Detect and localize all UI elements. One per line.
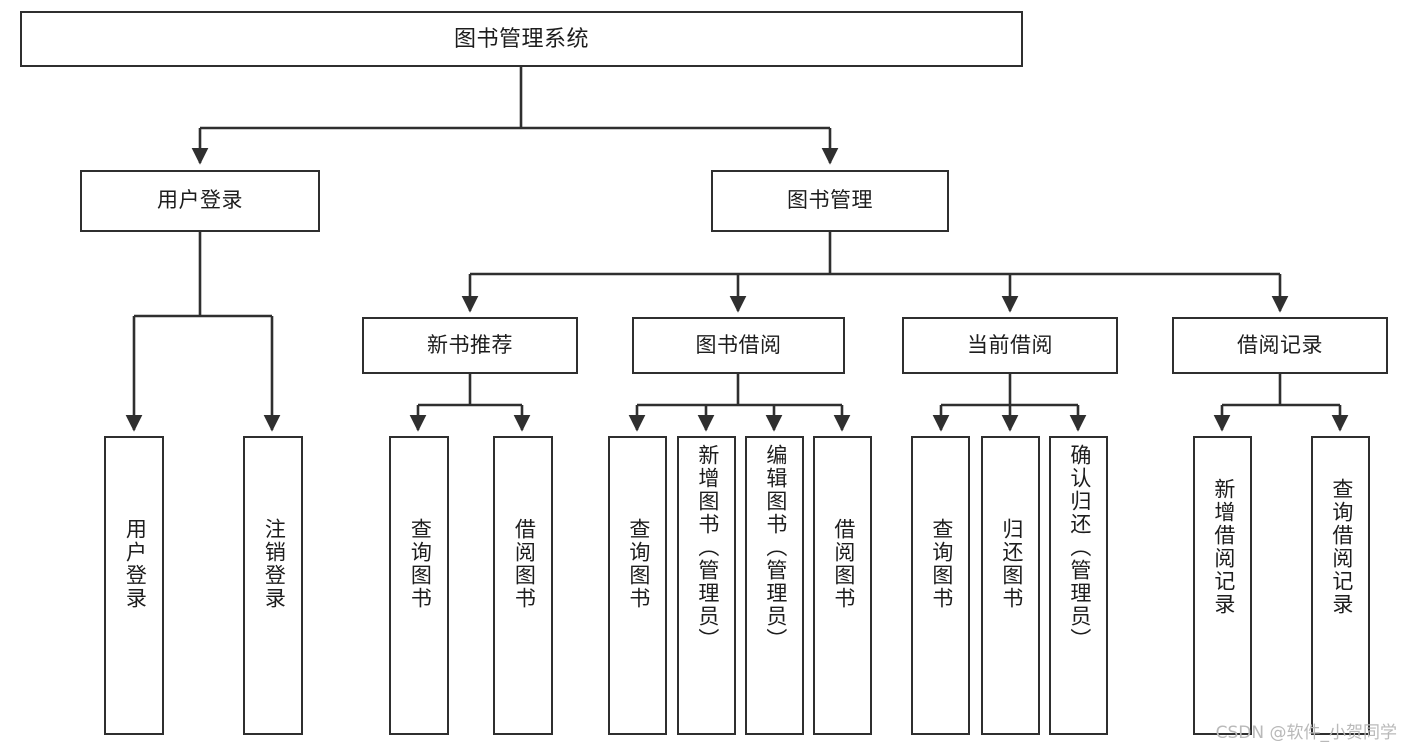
node-leaf-user-login[interactable]: 用户登录	[104, 436, 164, 735]
node-user-login-label: 用户登录	[157, 189, 243, 213]
node-book-borrow[interactable]: 图书借阅	[632, 317, 845, 374]
node-leaf-add-record-label: 新增借阅记录	[1211, 478, 1235, 616]
node-leaf-query-book-1[interactable]: 查询图书	[389, 436, 449, 735]
csdn-watermark: CSDN @软件_小贺同学	[1215, 723, 1397, 743]
node-leaf-query-record-label: 查询借阅记录	[1329, 478, 1353, 616]
node-leaf-borrow-book-1-label: 借阅图书	[512, 518, 536, 610]
node-leaf-add-record[interactable]: 新增借阅记录	[1193, 436, 1252, 735]
node-user-login[interactable]: 用户登录	[80, 170, 320, 232]
node-leaf-borrow-book-1[interactable]: 借阅图书	[493, 436, 553, 735]
node-leaf-query-book-2-label: 查询图书	[626, 518, 650, 610]
node-borrow-record-label: 借阅记录	[1237, 333, 1323, 357]
node-current-borrow[interactable]: 当前借阅	[902, 317, 1118, 374]
node-root-label: 图书管理系统	[453, 25, 589, 51]
node-leaf-edit-book-label: 编辑图书（管理员）	[763, 444, 787, 651]
node-borrow-record[interactable]: 借阅记录	[1172, 317, 1388, 374]
node-root[interactable]: 图书管理系统	[20, 11, 1023, 67]
node-leaf-borrow-book-2[interactable]: 借阅图书	[813, 436, 872, 735]
node-leaf-add-book-label: 新增图书（管理员）	[695, 444, 719, 651]
node-leaf-return-book-label: 归还图书	[999, 518, 1023, 610]
node-leaf-query-book-2[interactable]: 查询图书	[608, 436, 667, 735]
node-new-book-rec-label: 新书推荐	[427, 333, 513, 357]
node-book-manage-label: 图书管理	[787, 189, 873, 213]
node-leaf-query-book-3-label: 查询图书	[929, 518, 953, 610]
node-book-borrow-label: 图书借阅	[695, 333, 782, 357]
node-leaf-return-book[interactable]: 归还图书	[981, 436, 1040, 735]
node-leaf-confirm-return-label: 确认归还（管理员）	[1067, 444, 1091, 651]
node-leaf-query-record[interactable]: 查询借阅记录	[1311, 436, 1370, 735]
node-book-manage[interactable]: 图书管理	[711, 170, 949, 232]
node-leaf-confirm-return[interactable]: 确认归还（管理员）	[1049, 436, 1108, 735]
node-leaf-add-book[interactable]: 新增图书（管理员）	[677, 436, 736, 735]
node-leaf-query-book-1-label: 查询图书	[408, 518, 432, 610]
node-leaf-user-login-label: 用户登录	[123, 518, 147, 610]
node-leaf-borrow-book-2-label: 借阅图书	[831, 518, 855, 610]
node-leaf-user-logout-label: 注销登录	[262, 518, 286, 610]
node-leaf-edit-book[interactable]: 编辑图书（管理员）	[745, 436, 804, 735]
node-current-borrow-label: 当前借阅	[967, 333, 1053, 357]
node-leaf-user-logout[interactable]: 注销登录	[243, 436, 303, 735]
node-leaf-query-book-3[interactable]: 查询图书	[911, 436, 970, 735]
node-new-book-rec[interactable]: 新书推荐	[362, 317, 578, 374]
